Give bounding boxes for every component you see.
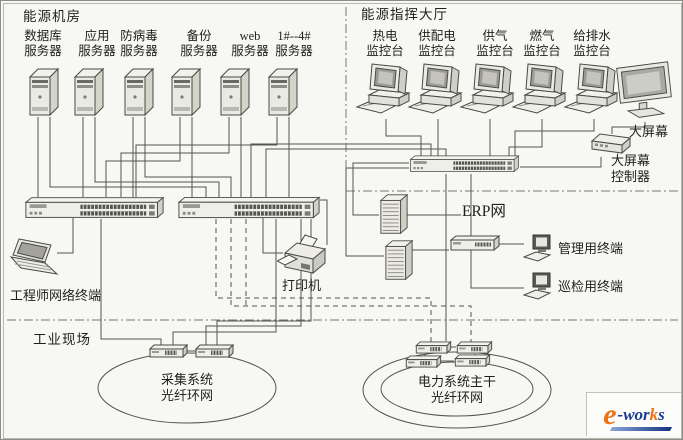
server-room-title: 能源机房 bbox=[23, 9, 81, 24]
erp-gateway-icon bbox=[380, 194, 408, 234]
big-screen-label: 大屏幕 bbox=[629, 124, 669, 139]
screen-controller-icon bbox=[591, 133, 631, 154]
workstation-icon bbox=[512, 63, 566, 114]
logo-text-s: s bbox=[658, 404, 665, 424]
diagram-frame bbox=[3, 3, 682, 439]
mgmt-terminal-label: 管理用终端 bbox=[558, 241, 624, 256]
connection-lines bbox=[37, 117, 646, 362]
server-label: 备份 服务器 bbox=[180, 29, 218, 58]
workstation-icon bbox=[408, 63, 462, 114]
erp-label: ERP网 bbox=[462, 203, 506, 220]
big-screen-icon bbox=[616, 61, 672, 118]
region-boundaries bbox=[7, 7, 678, 321]
logo-text: -wor bbox=[617, 404, 650, 424]
console-label: 供配电 监控台 bbox=[418, 29, 456, 58]
console-label: 给排水 监控台 bbox=[573, 29, 611, 58]
logo-e-glyph: e bbox=[603, 397, 617, 431]
media-converter-icon bbox=[405, 355, 442, 368]
dashed-links bbox=[215, 219, 472, 342]
console-label: 供气 监控台 bbox=[476, 29, 514, 58]
server-label: web 服务器 bbox=[231, 29, 269, 58]
hub-icon bbox=[450, 235, 500, 251]
switch-icon bbox=[178, 196, 320, 219]
tower-server-icon bbox=[171, 68, 201, 116]
printer-icon bbox=[277, 234, 326, 274]
server-label: 数据库 服务器 bbox=[24, 29, 62, 58]
workstation-icon bbox=[460, 63, 514, 114]
server-label: 防病毒 服务器 bbox=[120, 29, 158, 58]
workstation-icon bbox=[564, 63, 618, 114]
mgmt-terminal-icon bbox=[523, 234, 551, 262]
media-converter-icon bbox=[415, 341, 452, 354]
media-converter-icon bbox=[149, 344, 188, 358]
media-converter-icon bbox=[456, 341, 493, 354]
workstation-icon bbox=[356, 63, 410, 114]
industrial-title: 工业现场 bbox=[33, 332, 91, 347]
switch-icon bbox=[409, 155, 520, 172]
right-ring-label: 电力系统主干 光纤环网 bbox=[417, 374, 496, 405]
laptop-icon bbox=[10, 238, 58, 275]
printer-label: 打印机 bbox=[282, 278, 322, 293]
inspect-terminal-icon bbox=[523, 272, 551, 300]
tower-server-icon bbox=[124, 68, 154, 116]
left-ring-label: 采集系统 光纤环网 bbox=[160, 372, 213, 403]
engineer-terminal-label: 工程师网络终端 bbox=[10, 288, 102, 303]
controller-label: 大屏幕 控制器 bbox=[611, 153, 651, 184]
command-hall-title: 能源指挥大厅 bbox=[361, 7, 448, 22]
gateway-icon bbox=[385, 240, 413, 280]
server-label: 1#--4# 服务器 bbox=[275, 29, 313, 58]
server-label: 应用 服务器 bbox=[78, 29, 116, 58]
tower-server-icon bbox=[74, 68, 104, 116]
logo-underline-bar bbox=[609, 427, 673, 431]
switch-icon bbox=[25, 197, 164, 218]
inspect-terminal-label: 巡检用终端 bbox=[558, 279, 624, 294]
tower-server-icon bbox=[220, 68, 250, 116]
logo-text-k: k bbox=[649, 404, 659, 424]
tower-server-icon bbox=[29, 68, 59, 116]
console-label: 燃气 监控台 bbox=[523, 29, 561, 58]
console-label: 热电 监控台 bbox=[366, 29, 404, 58]
media-converter-icon bbox=[454, 354, 491, 367]
tower-server-icon bbox=[268, 68, 298, 116]
media-converter-icon bbox=[195, 344, 234, 358]
